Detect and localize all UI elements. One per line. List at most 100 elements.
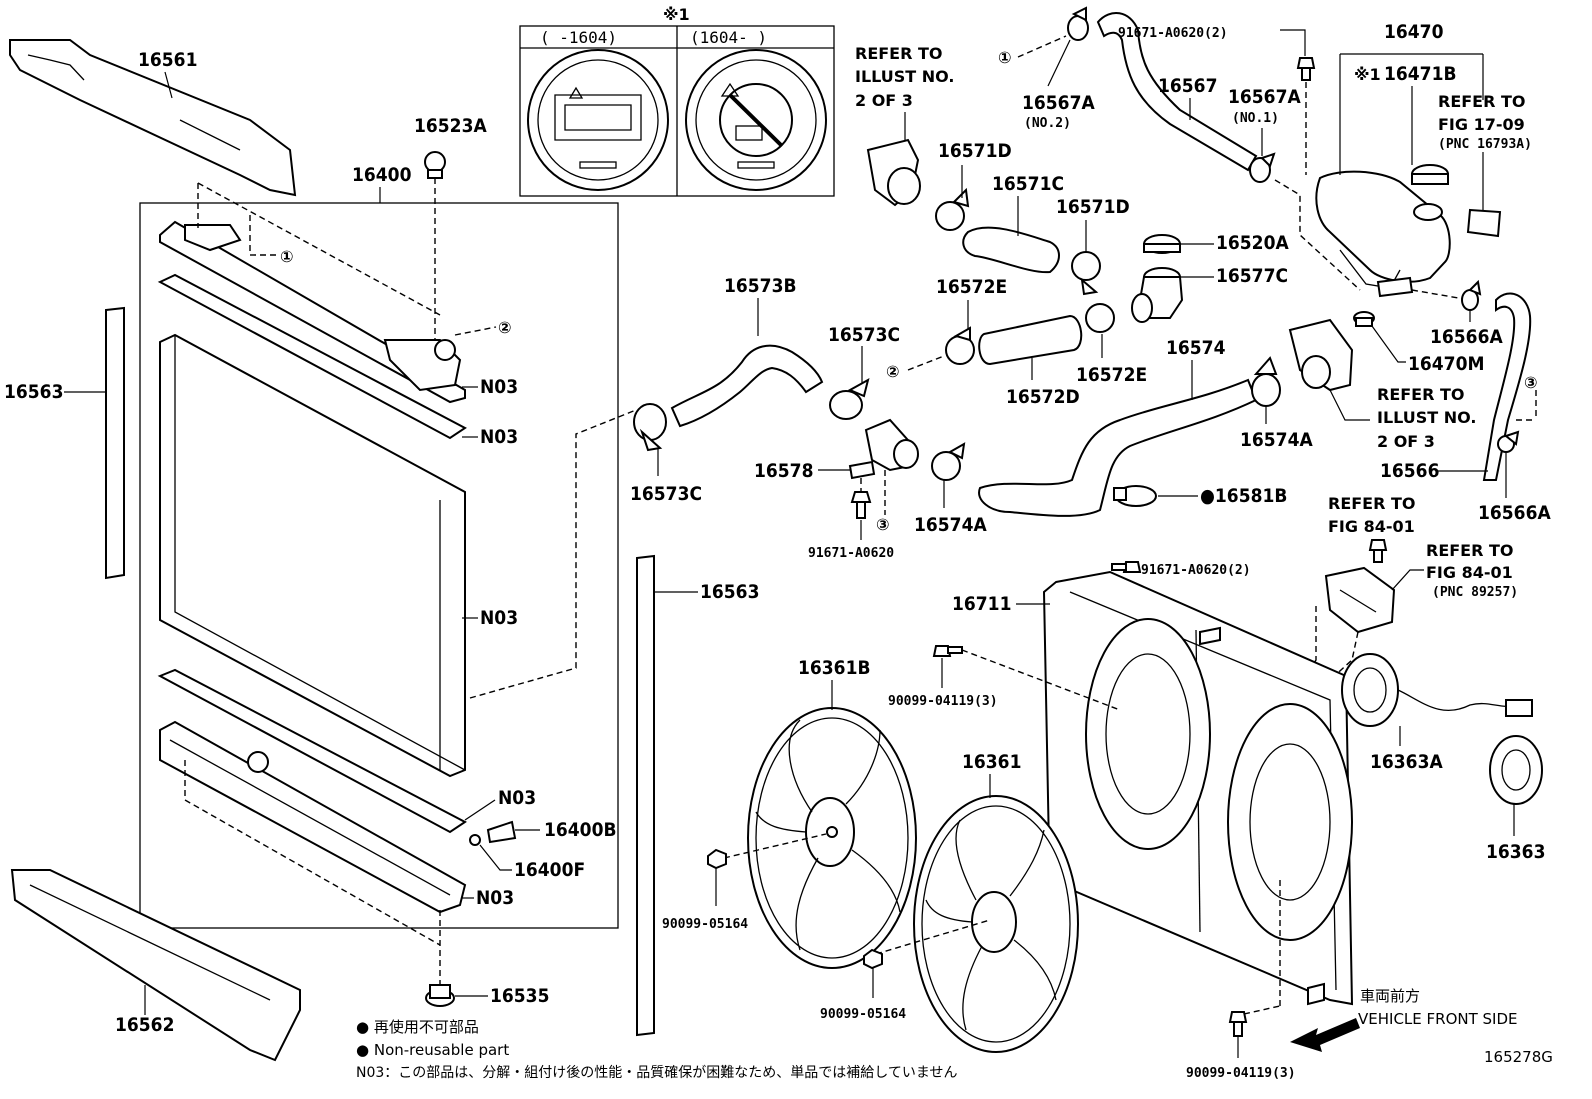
ref-2-center: ② <box>886 362 900 381</box>
bolt-90099-04119-mid <box>932 645 963 657</box>
label-16571D-left: 16571D <box>938 140 1012 162</box>
hose-16572d <box>978 314 1083 366</box>
svg-text:REFER TO: REFER TO <box>1438 92 1526 111</box>
inset-marker-16471B: ※1 <box>1354 65 1381 84</box>
ref-2-left: ② <box>498 318 512 337</box>
fan-motor-16363a <box>1341 653 1533 727</box>
clamp-16567a-no1 <box>1249 152 1276 183</box>
label-16574A-right: 16574A <box>1240 429 1313 451</box>
svg-text:REFER TO: REFER TO <box>855 44 943 63</box>
direction-en: VEHICLE FRONT SIDE <box>1358 1010 1518 1028</box>
clamp-16581b <box>1113 485 1157 507</box>
bolt-90099-04119-bottom <box>1228 1011 1248 1037</box>
label-16571C: 16571C <box>992 173 1064 195</box>
nut-90099-05164-bottom <box>863 948 883 970</box>
upper-hose-16573b <box>670 344 824 428</box>
label-16363: 16363 <box>1486 841 1545 863</box>
cap-16523a <box>424 151 446 179</box>
label-16573B: 16573B <box>724 275 797 297</box>
clamp-16572e-top <box>945 326 975 365</box>
label-16571D-right: 16571D <box>1056 196 1130 218</box>
hose-16571c <box>962 226 1060 274</box>
label-n03-5: N03 <box>476 887 514 909</box>
grommet-16470m <box>1353 311 1375 327</box>
svg-text:FIG 84-01: FIG 84-01 <box>1328 517 1415 536</box>
bolt-91671-top <box>1296 57 1316 81</box>
fan-16361 <box>913 795 1079 1053</box>
clamp-16573c-b <box>633 403 667 452</box>
label-16567A-no1: 16567A <box>1228 86 1301 108</box>
svg-text:2 OF 3: 2 OF 3 <box>855 91 913 110</box>
lower-tank <box>159 720 467 914</box>
label-16574: 16574 <box>1166 337 1226 359</box>
seal-16563-right <box>636 554 655 1037</box>
label-16361B: 16361B <box>798 657 871 679</box>
label-16581B: ●16581B <box>1200 485 1287 507</box>
label-90099-04119-mid: 90099-04119(3) <box>888 694 998 709</box>
figure-code: 165278G <box>1484 1048 1553 1066</box>
label-16520A: 16520A <box>1216 232 1289 254</box>
bolt-91671-mid <box>1111 561 1142 573</box>
label-16523A: 16523A <box>414 115 487 137</box>
label-16578: 16578 <box>754 460 813 482</box>
outlet-16578 <box>848 418 919 480</box>
label-16363A: 16363A <box>1370 751 1443 773</box>
label-16711: 16711 <box>952 593 1011 615</box>
reservoir-cap-16471b <box>1411 164 1449 185</box>
bolt-fig84 <box>1368 539 1388 563</box>
lower-hose-16574 <box>978 378 1258 517</box>
clamp-16571d-left <box>935 187 970 231</box>
clamp-16572e-bottom <box>1085 303 1115 333</box>
radiator-core <box>159 333 466 778</box>
seal-16563-left <box>105 306 125 580</box>
reservoir-nozzle <box>1376 276 1414 298</box>
label-16567A-no1-note: (NO.1) <box>1232 111 1279 126</box>
clamp-16574a-left <box>931 442 966 481</box>
clamp-16574a-right <box>1251 356 1281 407</box>
reservoir-tank-16470 <box>1315 170 1451 289</box>
svg-text:ILLUST NO.: ILLUST NO. <box>1377 408 1477 427</box>
nut-90099-05164-left <box>707 848 727 870</box>
label-16561: 16561 <box>138 49 197 71</box>
svg-text:(PNC 16793A): (PNC 16793A) <box>1438 137 1532 152</box>
label-16566: 16566 <box>1380 460 1439 482</box>
label-16573C-bottom: 16573C <box>630 483 702 505</box>
lower-support-16562 <box>10 869 301 1062</box>
svg-text:ILLUST NO.: ILLUST NO. <box>855 67 955 86</box>
fan-motor-16363 <box>1489 735 1543 805</box>
label-16361: 16361 <box>962 751 1021 773</box>
fan-control-module <box>1324 566 1396 634</box>
upper-support-16561 <box>9 39 297 197</box>
refer-illust-right: REFER TO ILLUST NO. 2 OF 3 <box>1377 385 1477 451</box>
label-16400: 16400 <box>352 164 412 186</box>
label-91671-A0620: 91671-A0620 <box>808 546 894 561</box>
radiator-cap-inset: ※1 ( -1604) (1604- ) <box>519 5 835 197</box>
refer-illust-top: REFER TO ILLUST NO. 2 OF 3 <box>855 44 955 110</box>
clamp-16567a-no2 <box>1067 6 1089 41</box>
hose-16566 <box>1482 292 1532 481</box>
ref-3-center: ③ <box>876 515 890 534</box>
svg-text:REFER TO: REFER TO <box>1377 385 1465 404</box>
label-16567: 16567 <box>1158 75 1217 97</box>
label-16572E-bottom: 16572E <box>1076 364 1147 386</box>
clamp-16566a-top <box>1461 279 1482 311</box>
label-16577C: 16577C <box>1216 265 1288 287</box>
ref-1-left: ① <box>280 247 294 266</box>
label-16535: 16535 <box>490 985 549 1007</box>
svg-text:(PNC 89257): (PNC 89257) <box>1432 585 1518 600</box>
upper-gasket <box>157 273 467 440</box>
cap-16520a <box>1143 234 1181 254</box>
label-16572D: 16572D <box>1006 386 1080 408</box>
svg-text:2 OF 3: 2 OF 3 <box>1377 432 1435 451</box>
label-90099-05164-left: 90099-05164 <box>662 917 748 932</box>
direction-jp: 車両前方 <box>1360 987 1420 1005</box>
svg-text:REFER TO: REFER TO <box>1328 494 1416 513</box>
water-outlet-ref <box>1288 318 1354 392</box>
label-16574A-left: 16574A <box>914 514 987 536</box>
cap-early-icon <box>527 49 669 191</box>
label-n03-1: N03 <box>480 376 518 398</box>
svg-text:REFER TO: REFER TO <box>1426 541 1514 560</box>
label-16470: 16470 <box>1384 21 1444 43</box>
label-n03-4: N03 <box>498 787 536 809</box>
